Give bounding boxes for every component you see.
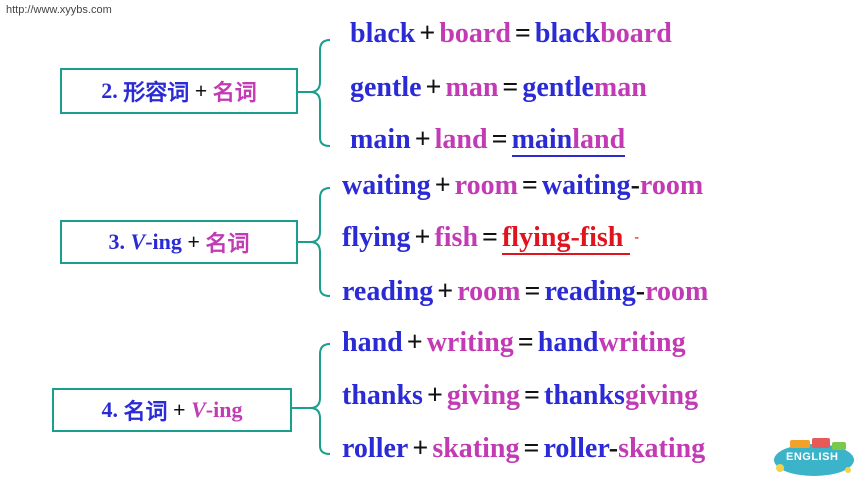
bracket-group-2 [309,39,331,147]
rule-part-1: 名词 [123,399,168,424]
equals-sign: = [521,170,538,201]
word-b: writing [426,327,514,358]
word-a: hand [342,327,403,358]
word-b: room [457,276,521,307]
rule-box-group-3: 3. V-ing + 名词 [60,220,298,264]
compound-line-waiting-room: waiting+room=waiting-room [342,168,703,204]
rule-part-1: 形容词 [123,80,190,105]
result-part-2: room [645,276,709,307]
plus-sign: + [426,380,443,411]
result-part-1: waiting [541,170,631,201]
rule-suffix: -ing [145,229,182,254]
result-part-2: land [572,124,626,155]
watermark-url: http://www.xyybs.com [6,4,112,16]
bracket-group-3 [309,187,331,297]
badge-label: ENGLISH [786,451,839,463]
result-part-1: reading [544,276,636,307]
compound-line-reading-room: reading+room=reading-room [342,274,708,310]
result-part-2: writing [598,327,686,358]
plus-sign: + [434,170,451,201]
bracket-group-4 [309,343,331,455]
plus-sign: + [406,327,423,358]
compound-line-mainland: main+land=mainland [350,122,626,158]
equals-sign: = [523,433,540,464]
rule-part-1: V [130,229,146,254]
compound-line-gentleman: gentle+man=gentleman [350,70,647,106]
result-part-1: gentle [522,72,594,103]
plus-sign: + [414,124,431,155]
word-b: board [439,18,511,49]
result-hyphen: - [635,276,646,307]
plus-sign: + [412,433,429,464]
result-part-1: thanks [544,380,625,411]
rule-number: 4. [101,397,119,422]
word-a: thanks [342,380,423,411]
result-part-1: hand [537,327,599,358]
result-part-2: skating [618,433,706,464]
plus-sign: + [419,18,436,49]
word-b: giving [446,380,521,411]
equals-sign: = [517,327,534,358]
compound-line-flying-fish: flying+fish=flying-fish - [342,220,639,256]
english-badge: ENGLISH [772,438,856,478]
word-a: gentle [350,72,422,103]
equals-sign: = [524,380,541,411]
rule-part-2: 名词 [212,80,257,105]
equals-sign: = [491,124,508,155]
compound-line-thanksgiving: thanks+giving=thanksgiving [342,378,698,414]
tick-mark: - [634,230,640,245]
book-stack-icon [774,438,854,476]
result-part-2: room [639,170,704,201]
rule-part-2: 名词 [205,231,250,256]
equals-sign: = [502,72,519,103]
rule-box-group-2: 2. 形容词 + 名词 [60,68,298,114]
word-a: reading [342,276,434,307]
word-a: main [350,124,411,155]
compound-line-blackboard: black+board=blackboard [350,16,672,52]
equals-sign: = [482,222,498,253]
plus-sign: + [425,72,442,103]
rule-plus: + [194,78,208,103]
equals-sign: = [524,276,541,307]
word-a: black [350,18,416,49]
word-b: room [454,170,518,201]
rule-number: 2. [101,78,118,103]
word-a: roller [342,433,409,464]
result-part-1: main [511,124,573,155]
answer-blank: flying-fish [501,222,631,255]
word-a: flying [342,222,411,253]
result-hyphen: - [608,433,619,464]
result-part-2: giving [624,380,699,411]
rule-plus: + [173,397,186,422]
word-b: land [434,124,488,155]
result-part-1: roller [543,433,609,464]
plus-sign: + [414,222,431,253]
word-a: waiting [342,170,431,201]
rule-plus: + [187,229,200,254]
answer-underline: mainland [511,124,626,157]
rule-box-group-4: 4. 名词 + V-ing [52,388,292,432]
rule-number: 3. [108,229,126,254]
rule-part-2: V [191,397,206,422]
result-part-2: man [593,72,647,103]
result-hyphen: - [630,170,640,201]
word-b: skating [432,433,520,464]
rule-suffix: -ing [205,397,243,422]
compound-line-roller-skating: roller+skating=roller-skating [342,431,705,467]
result-part-1: black [534,18,601,49]
compound-line-handwriting: hand+writing=handwriting [342,325,686,361]
word-b: man [445,72,499,103]
plus-sign: + [437,276,454,307]
equals-sign: = [514,18,531,49]
word-b: fish [434,222,479,253]
result-part-2: board [600,18,672,49]
